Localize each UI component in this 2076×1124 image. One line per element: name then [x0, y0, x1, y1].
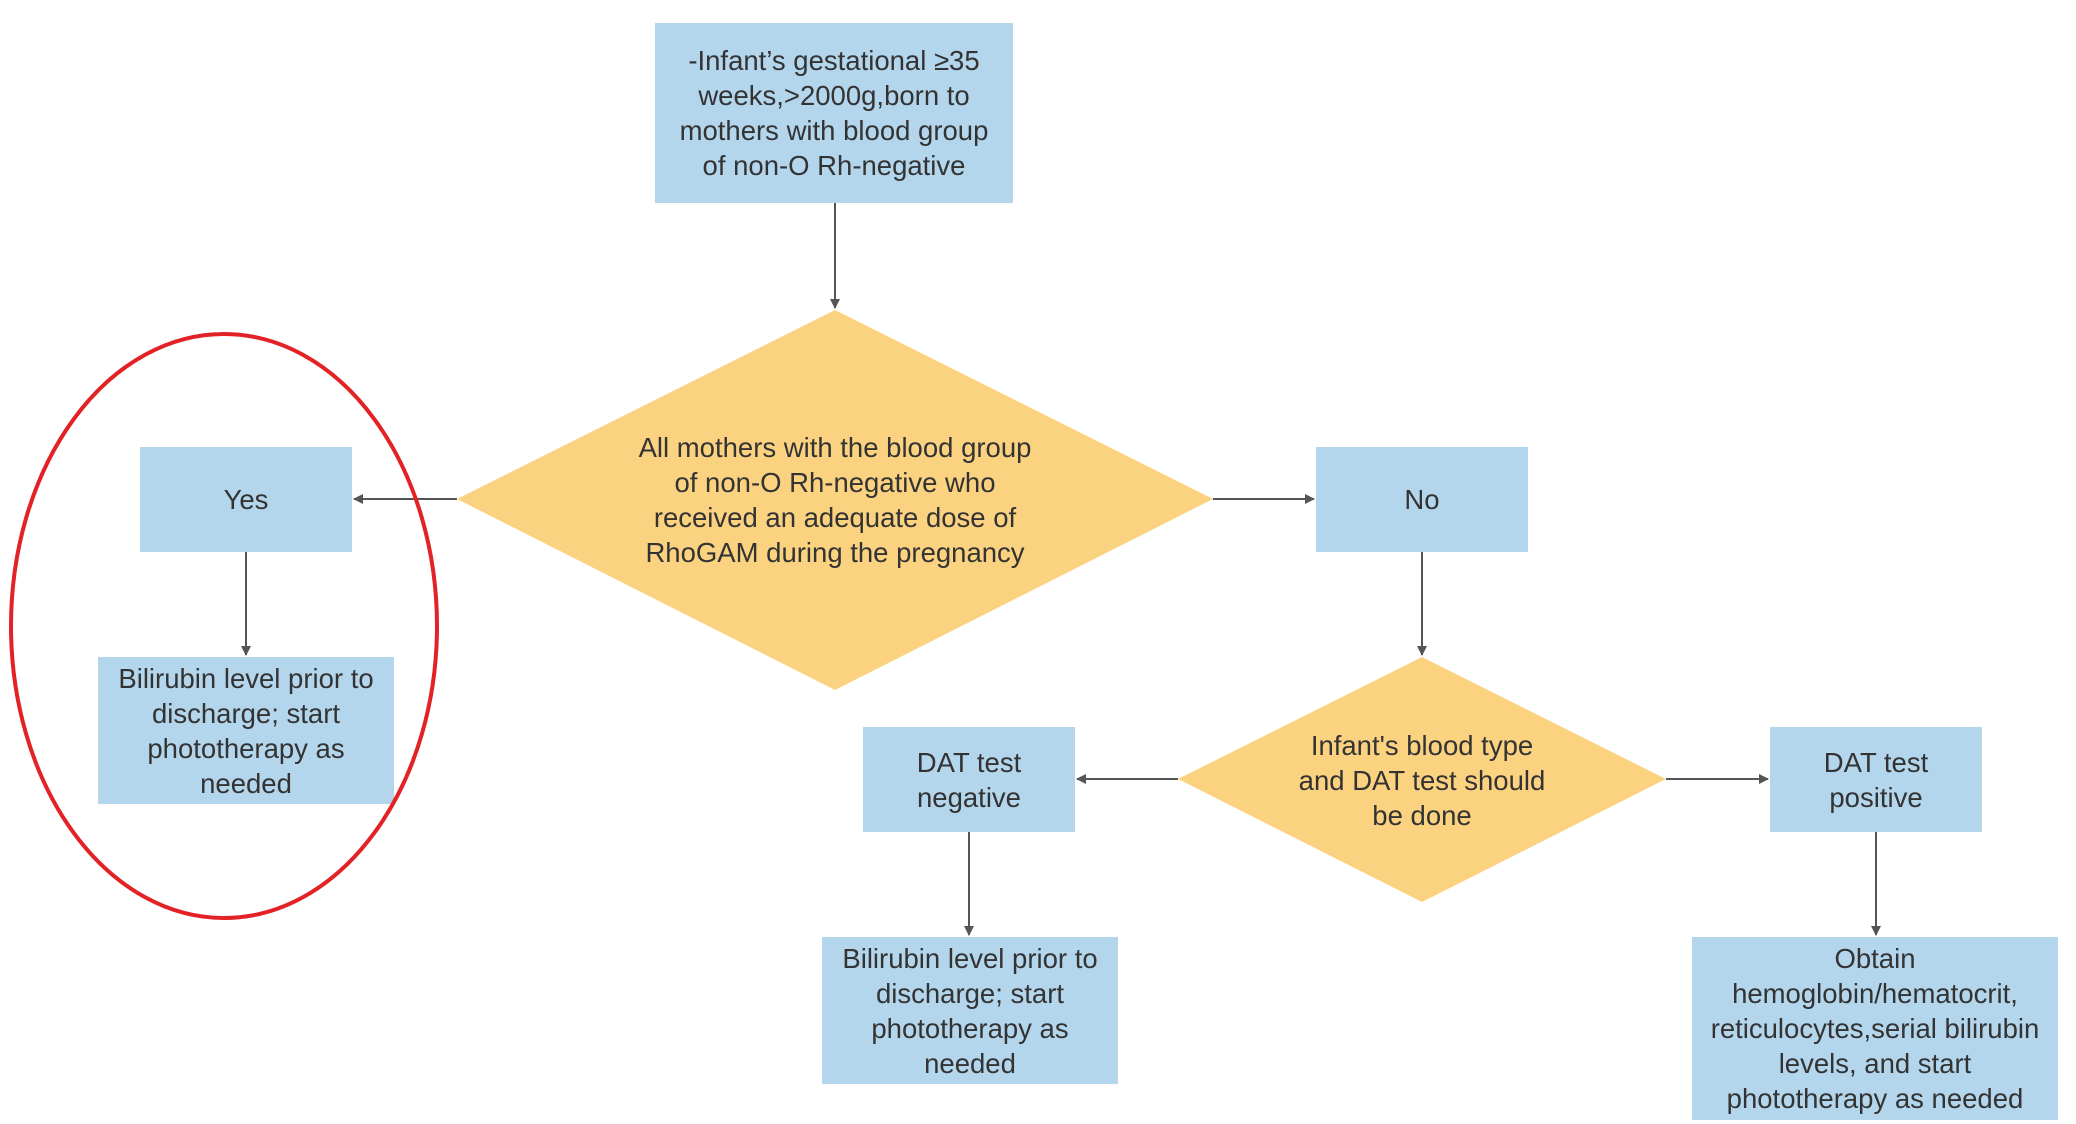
yes-action-text: Bilirubin level prior to discharge; star…	[118, 662, 374, 799]
decision1-diamond	[457, 310, 1213, 690]
yes-label: Yes	[223, 484, 269, 515]
negative-action-text: Bilirubin level prior to discharge; star…	[842, 942, 1098, 1079]
decision1-text: All mothers with the blood group of non-…	[638, 432, 1032, 568]
negative-action-box	[822, 937, 1118, 1084]
dat-negative-box	[863, 727, 1075, 832]
no-label: No	[1404, 484, 1440, 515]
decision2-text: Infant's blood type and DAT test should …	[1298, 729, 1546, 831]
decision2-diamond	[1178, 657, 1666, 902]
dat-positive-box	[1770, 727, 1982, 832]
highlight-ellipse	[9, 332, 439, 920]
yes-box	[140, 447, 352, 552]
positive-action-text: Obtain hemoglobin/hematocrit, reticulocy…	[1710, 943, 2040, 1114]
start-box	[655, 23, 1013, 203]
start-node-text: -Infant’s gestational ≥35 weeks,>2000g,b…	[679, 45, 989, 181]
dat-positive-text: DAT test positive	[1823, 746, 1929, 813]
positive-action-box	[1692, 937, 2058, 1120]
no-box	[1316, 447, 1528, 552]
yes-action-box	[98, 657, 394, 804]
dat-negative-text: DAT test negative	[916, 746, 1022, 813]
